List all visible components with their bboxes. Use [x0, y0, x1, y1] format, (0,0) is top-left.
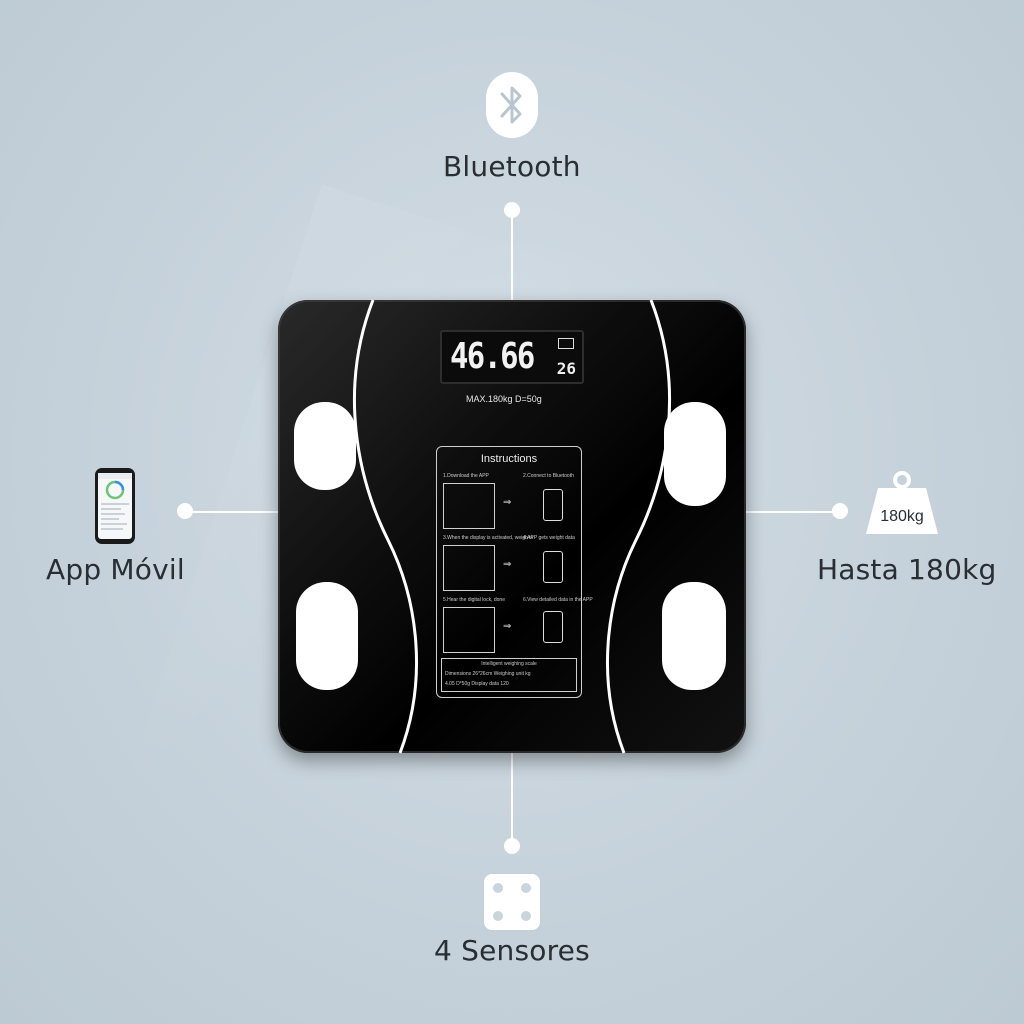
scale-spec-text: MAX.180kg D=50g [466, 394, 542, 404]
electrode-pad-top-left [294, 402, 356, 490]
spec-table: Intelligent weighing scale Dimensions 26… [441, 658, 577, 692]
step-1: 1.Download the APP [443, 473, 489, 479]
electrode-pad-bottom-right [662, 582, 726, 690]
connector-top [511, 210, 513, 302]
spec-table-title: Intelligent weighing scale [481, 661, 537, 667]
step-3: 3.When the display is activated, weigh i… [443, 535, 534, 541]
instructions-panel: Instructions 1.Download the APP 2.Connec… [436, 446, 593, 698]
spec-table-row: Dimensions 26*26cm Weighing unit kg [445, 671, 531, 677]
bathroom-scale: 46.66 26 MAX.180kg D=50g Instructions 1.… [130, 184, 746, 876]
lcd-unit-icon [558, 338, 574, 349]
weight-badge-label: 180kg [880, 508, 924, 525]
feature-label-app: App Móvil [46, 553, 185, 586]
connector-left [186, 511, 280, 513]
connector-right [746, 511, 840, 513]
feature-label-bluetooth: Bluetooth [443, 150, 581, 183]
bluetooth-icon [486, 72, 538, 138]
instructions-title: Instructions [480, 453, 538, 465]
step-6: 6.View detailed data in the APP [523, 597, 593, 603]
electrode-pad-bottom-left [296, 582, 358, 690]
arrow-icon: ⇒ [503, 621, 512, 632]
electrode-pad-top-right [664, 402, 726, 506]
connector-bottom [511, 752, 513, 846]
smartphone-icon [95, 468, 135, 544]
connector-top-dot [504, 202, 520, 218]
connector-left-dot [177, 503, 193, 519]
step-5-box [443, 607, 495, 653]
weight-icon: 180kg [864, 470, 940, 536]
sensors-icon [484, 874, 540, 930]
step-1-box [443, 483, 495, 529]
arrow-icon: ⇒ [503, 559, 512, 570]
feature-label-sensors: 4 Sensores [434, 934, 590, 967]
step-4: 4.APP gets weight data [523, 535, 575, 541]
arrow-icon: ⇒ [503, 497, 512, 508]
connector-bottom-dot [504, 838, 520, 854]
step-2: 2.Connect to Bluetooth [523, 473, 574, 479]
phone-icon [543, 551, 563, 583]
lcd-secondary: 26 [556, 359, 576, 378]
step-5: 5.Hear the digital lock, done [443, 597, 505, 603]
phone-icon [543, 611, 563, 643]
feature-label-capacity: Hasta 180kg [817, 553, 997, 586]
connector-right-dot [832, 503, 848, 519]
lcd-reading: 46.66 [450, 336, 535, 377]
spec-table-row: 4.05 D*50g Display data 120 [445, 681, 509, 687]
scale-curves [352, 299, 672, 754]
phone-icon [543, 489, 563, 521]
lcd-display: 46.66 26 [440, 330, 584, 384]
step-3-box [443, 545, 495, 591]
